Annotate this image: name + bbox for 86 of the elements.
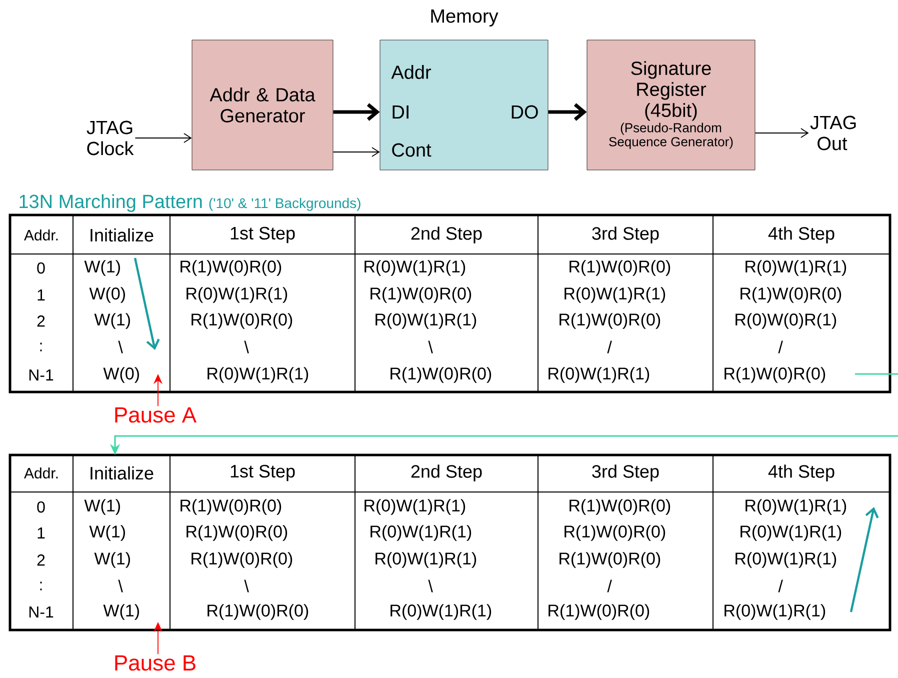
table-cell: \	[244, 340, 249, 354]
node-label: Memory	[431, 10, 498, 27]
table-cell: R(0)W(1)R(1)	[736, 552, 836, 568]
table-title: 13N Marching Pattern ('10' & '11' Backgrounds)	[20, 194, 360, 212]
table-cell: 0	[37, 262, 45, 274]
table-cell: R(0)W(0)R(1)	[736, 313, 836, 329]
table-cell: 1	[38, 290, 45, 300]
table-cell: R(1)W(0)R(0)	[564, 525, 666, 541]
arrow	[548, 103, 587, 121]
table-cell: 0	[37, 501, 45, 513]
column-header: 4th Step	[768, 464, 834, 482]
table-cell: 2	[37, 315, 45, 327]
table-cell: R(1)W(0)R(0)	[390, 367, 492, 383]
table-cell: R(1)W(0)R(0)	[570, 260, 670, 276]
table-cell: 1	[38, 528, 45, 538]
table-cell: R(1)W(0)R(0)	[180, 260, 282, 276]
table-cell: W(0)	[103, 367, 139, 383]
table-cell: /	[607, 580, 612, 592]
table-cell: R(1)W(0)R(0)	[180, 499, 282, 515]
table-cell: R(0)W(1)R(1)	[740, 525, 842, 541]
table-cell: \	[428, 340, 433, 354]
table-cell: R(1)W(0)R(0)	[740, 287, 842, 303]
table-cell: R(1)W(0)R(0)	[560, 552, 660, 568]
table-cell: /	[778, 340, 783, 354]
memory-box: Memory Addr DI DO Cont	[380, 10, 548, 170]
table-cell: :	[40, 342, 42, 352]
table-cell: R(1)W(0)R(0)	[208, 604, 308, 620]
table-cell: R(0)W(1)R(1)	[746, 260, 846, 276]
table-cell: R(1)W(0)R(0)	[560, 313, 660, 329]
column-header: 2nd Step	[411, 226, 482, 244]
column-header: Addr.	[24, 230, 58, 240]
table-cell: R(1)W(0)R(0)	[370, 287, 472, 303]
table-cell: W(1)	[84, 499, 120, 515]
table-cell: W(1)	[84, 260, 120, 276]
table-cell: R(0)W(1)R(1)	[390, 604, 492, 620]
column-header: 1st Step	[230, 464, 295, 482]
table-cell: R(1)W(0)R(0)	[570, 499, 670, 515]
table-cell: \	[428, 580, 433, 592]
input-label: JTAG Clock	[86, 120, 134, 156]
column-header: Addr.	[24, 468, 58, 478]
table-cell: R(0)W(1)R(1)	[376, 313, 476, 329]
table-cell: R(0)W(1)R(1)	[370, 525, 472, 541]
table-cell: R(0)W(1)R(1)	[746, 499, 846, 515]
table-cell: R(0)W(1)R(1)	[208, 367, 308, 383]
output-label: JTAG Out	[810, 116, 856, 150]
table-cell: W(0)	[89, 287, 125, 303]
table-cell: R(0)W(1)R(1)	[724, 604, 826, 620]
pause-label: Pause B	[115, 655, 196, 671]
table-cell: R(1)W(0)R(0)	[724, 367, 826, 383]
arrow	[134, 133, 192, 143]
table-cell: R(0)W(1)R(1)	[364, 260, 466, 276]
arrow	[332, 147, 380, 157]
table-cell: \	[118, 340, 123, 354]
table-cell: W(1)	[94, 552, 130, 568]
generator-box: Addr & Data Generator	[192, 40, 334, 170]
table-cell: 2	[37, 554, 45, 566]
table-cell: \	[118, 580, 123, 592]
table-cell: R(1)W(0)R(0)	[186, 525, 288, 541]
column-header: 2nd Step	[411, 464, 482, 482]
table-cell: :	[40, 582, 42, 590]
table-cell: W(1)	[94, 313, 130, 329]
column-header: 1st Step	[230, 226, 295, 244]
table-cell: \	[244, 580, 249, 592]
column-header: 3rd Step	[592, 464, 659, 482]
table-cell: /	[607, 340, 612, 354]
table-cell: R(0)W(1)R(1)	[364, 499, 466, 515]
table-cell: N-1	[29, 370, 54, 380]
table-cell: W(1)	[89, 525, 125, 541]
table-cell: R(0)W(1)R(1)	[564, 287, 666, 303]
table-cell: R(0)W(1)R(1)	[186, 287, 288, 303]
table-cell: R(1)W(0)R(0)	[192, 313, 292, 329]
pause-label: Pause A	[115, 407, 197, 423]
table-cell: /	[778, 580, 783, 592]
column-header: 3rd Step	[592, 226, 659, 244]
table-cell: R(1)W(0)R(0)	[548, 604, 650, 620]
arrow	[333, 103, 380, 121]
arrow	[754, 128, 809, 138]
table-cell: R(1)W(0)R(0)	[192, 552, 292, 568]
table-cell: R(0)W(1)R(1)	[376, 552, 476, 568]
column-header: 4th Step	[768, 226, 834, 244]
table-cell: W(1)	[103, 604, 139, 620]
table-cell: N-1	[29, 606, 54, 618]
column-header: Initialize	[90, 228, 154, 242]
column-header: Initialize	[90, 466, 154, 480]
register-box: Signature Register (45bit) (Pseudo-Random Sequence Generator)	[586, 40, 756, 170]
table-cell: R(0)W(1)R(1)	[548, 367, 650, 383]
